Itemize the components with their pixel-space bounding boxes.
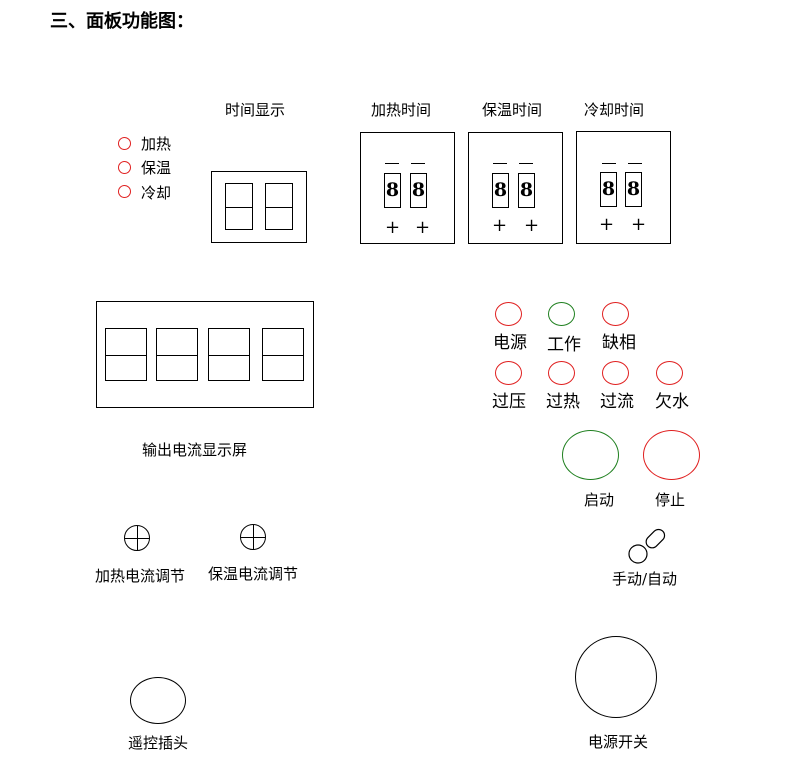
heat-time-label: 加热时间 [371, 101, 432, 119]
heat-indicator-label: 加热 [141, 135, 172, 153]
toggle-switch-lever [645, 528, 666, 549]
manual-auto-toggle-switch[interactable] [624, 520, 676, 568]
overheat-label: 过热 [546, 392, 580, 412]
start-button[interactable] [562, 430, 619, 480]
heat-time-ones-plus-button[interactable]: + [415, 217, 431, 238]
start-button-label: 启动 [584, 491, 615, 509]
cool-indicator-led [118, 185, 131, 198]
working-status-label: 工作 [547, 335, 581, 355]
dash-mark [519, 163, 533, 164]
overcurrent-label: 过流 [600, 392, 634, 412]
output-current-display-label: 输出电流显示屏 [142, 441, 248, 459]
cool-time-setter: 8 8 + + [576, 131, 671, 244]
heat-current-adjust-knob[interactable] [124, 525, 150, 551]
power-switch-label: 电源开关 [588, 733, 649, 751]
hold-current-adjust-knob[interactable] [240, 524, 266, 550]
hold-time-tens-plus-button[interactable]: + [492, 215, 508, 236]
stop-button[interactable] [643, 430, 700, 480]
hold-time-setter: 8 8 + + [468, 132, 563, 244]
cool-time-digit-tens: 8 [600, 172, 617, 207]
low-water-label: 欠水 [655, 392, 689, 412]
dash-mark [628, 163, 642, 164]
power-status-led [495, 302, 522, 326]
overcurrent-led [602, 361, 629, 385]
remote-socket-label: 遥控插头 [128, 734, 189, 752]
heat-time-digit-tens: 8 [384, 173, 401, 208]
heat-current-adjust-label: 加热电流调节 [95, 567, 186, 585]
dash-mark [602, 163, 616, 164]
time-digit [265, 183, 293, 230]
hold-time-digit-tens: 8 [492, 173, 509, 208]
cool-indicator-label: 冷却 [141, 184, 172, 202]
phase-loss-led [602, 302, 629, 326]
hold-indicator-led [118, 161, 131, 174]
power-status-label: 电源 [493, 333, 527, 353]
current-digit [105, 328, 147, 381]
overvoltage-label: 过压 [492, 392, 526, 412]
current-digit [262, 328, 304, 381]
working-status-led [548, 302, 575, 326]
overheat-led [548, 361, 575, 385]
heat-indicator-led [118, 137, 131, 150]
dash-mark [385, 163, 399, 164]
manual-auto-switch-label: 手动/自动 [612, 570, 678, 588]
low-water-led [656, 361, 683, 385]
time-digit [225, 183, 253, 230]
heat-time-setter: 8 8 + + [360, 132, 455, 244]
stop-button-label: 停止 [655, 491, 686, 509]
hold-current-adjust-label: 保温电流调节 [208, 565, 299, 583]
hold-time-ones-plus-button[interactable]: + [524, 215, 540, 236]
cool-time-ones-plus-button[interactable]: + [631, 214, 647, 235]
heat-time-tens-plus-button[interactable]: + [385, 217, 401, 238]
dash-mark [493, 163, 507, 164]
hold-indicator-label: 保温 [141, 159, 172, 177]
hold-time-digit-ones: 8 [518, 173, 535, 208]
phase-loss-label: 缺相 [602, 333, 636, 353]
overvoltage-led [495, 361, 522, 385]
page-title: 三、面板功能图： [50, 11, 194, 32]
output-current-display [96, 301, 314, 408]
current-digit [208, 328, 250, 381]
time-display [211, 171, 307, 243]
time-display-label: 时间显示 [225, 101, 286, 119]
power-switch[interactable] [575, 636, 657, 718]
heat-time-digit-ones: 8 [410, 173, 427, 208]
cool-time-tens-plus-button[interactable]: + [599, 214, 615, 235]
toggle-switch-base [628, 544, 648, 564]
hold-time-label: 保温时间 [482, 101, 543, 119]
dash-mark [411, 163, 425, 164]
current-digit [156, 328, 198, 381]
cool-time-digit-ones: 8 [625, 172, 642, 207]
cool-time-label: 冷却时间 [584, 101, 645, 119]
remote-socket [130, 677, 186, 724]
